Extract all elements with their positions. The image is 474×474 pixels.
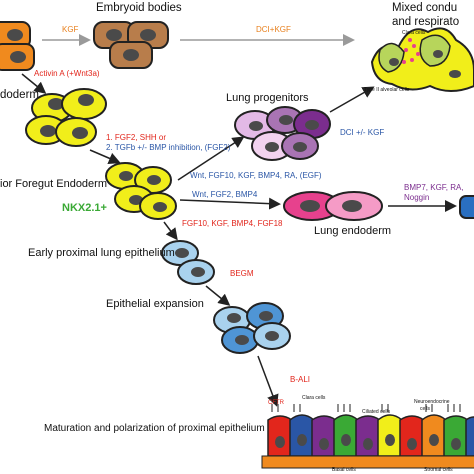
label-ciliated-cells: Ciliated cells	[362, 409, 391, 415]
arrow-afe-to-progenitors	[177, 136, 245, 181]
epithelial-expansion-cluster	[213, 302, 291, 354]
label-wnt-list: Wnt, FGF10, KGF, BMP4, RA, (EGF)	[190, 171, 322, 180]
label-neuroendocrine-2: cells	[420, 406, 431, 412]
stem-cell-cluster	[0, 21, 35, 71]
arrow-afe-to-early-proximal	[163, 221, 178, 241]
arrow-afe-to-lung-endoderm	[179, 197, 281, 210]
label-basal-cells: Basal cells	[332, 467, 356, 473]
label-clara-cells: Clara cells	[402, 30, 426, 36]
label-step2: 2. TGFb +/- BMP inhibition, (FGF2)	[106, 143, 231, 152]
label-epithelial-expansion: Epithelial expansion	[106, 298, 204, 310]
label-kgf: KGF	[62, 25, 79, 34]
label-anterior-foregut: ior Foregut Endoderm	[0, 178, 107, 190]
label-nkx21: NKX2.1+	[62, 202, 107, 214]
label-cftr: CFTR	[268, 400, 284, 406]
label-bmp7-line1: BMP7, KGF, RA,	[404, 183, 464, 192]
definitive-endoderm-cluster	[25, 88, 107, 147]
arrow-early-to-expansion	[205, 285, 231, 306]
label-maturation: Maturation and polarization of proximal …	[44, 423, 265, 434]
label-mixed-line2: and respirato	[392, 16, 460, 28]
label-definitive-endoderm: doderm	[0, 89, 39, 101]
arrow-de-to-afe	[89, 149, 121, 164]
arrow-stem-to-de	[21, 73, 47, 94]
arrow-progenitors-to-mixed	[329, 86, 375, 113]
label-lung-endoderm: Lung endoderm	[314, 225, 392, 237]
label-early-proximal: Early proximal lung epithelium	[28, 247, 175, 259]
label-type2-alveolar: Type II alveolar cells	[364, 87, 410, 93]
lung-endoderm-cluster	[283, 191, 474, 221]
mature-epithelium-strip	[261, 404, 474, 469]
label-activin: Activin A (+Wnt3a)	[34, 69, 100, 78]
label-mixed-line1: Mixed condu	[392, 2, 458, 14]
anterior-foregut-cluster	[105, 162, 177, 220]
label-lung-progenitors: Lung progenitors	[226, 92, 309, 104]
label-begm: BEGM	[230, 269, 254, 278]
label-bmp7-line2: Noggin	[404, 193, 430, 202]
label-stromal-cells: Stromal cells	[424, 467, 453, 473]
arrow-expansion-to-mature	[257, 355, 279, 407]
label-neuroendocrine-1: Neuroendocrine	[414, 399, 450, 405]
embryoid-body-cluster	[93, 21, 169, 69]
label-step1: 1. FGF2, SHH or	[106, 133, 167, 142]
label-dci-pm-kgf: DCI +/- KGF	[340, 128, 385, 137]
label-fgf10-list: FGF10, KGF, BMP4, FGF18	[182, 219, 283, 228]
label-bali: B-ALI	[290, 375, 311, 384]
label-wnt-fgf2: Wnt, FGF2, BMP4	[192, 190, 258, 199]
label-clara-cells-2: Clara cells	[302, 395, 326, 401]
lung-progenitor-cluster	[234, 106, 331, 161]
label-dci-kgf: DCI+KGF	[256, 25, 291, 34]
early-proximal-cluster	[161, 240, 215, 285]
label-embryoid-bodies: Embryoid bodies	[96, 2, 182, 14]
mixed-epithelium-cluster	[370, 27, 474, 92]
arrows	[21, 34, 457, 407]
